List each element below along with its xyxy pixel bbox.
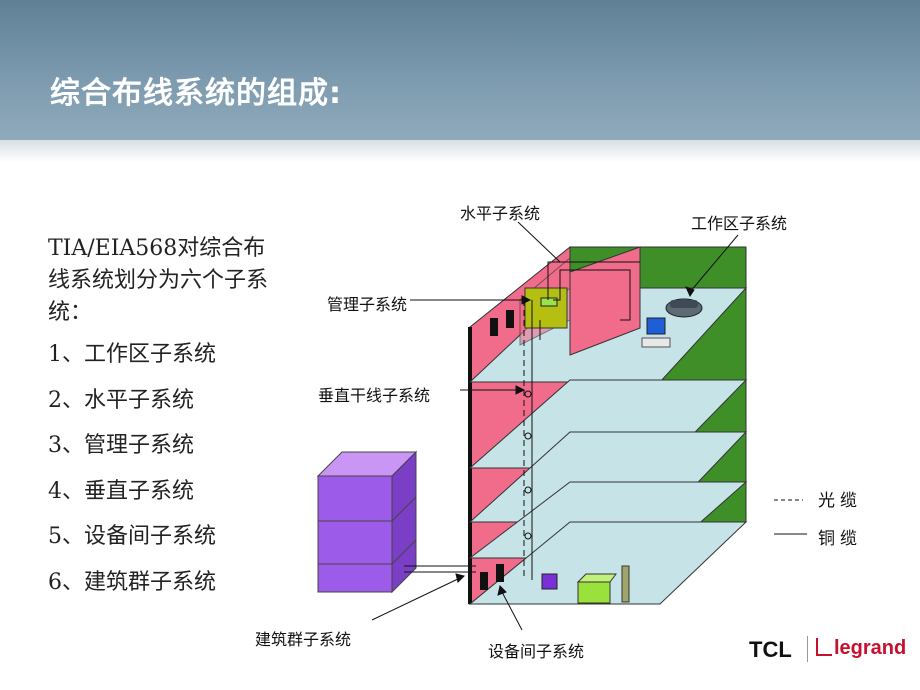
campus-link	[404, 565, 476, 573]
header-shadow	[0, 140, 920, 162]
list-item: 1、工作区子系统	[48, 342, 216, 367]
equipment-cylinder	[621, 565, 630, 603]
list-item: 6、建筑群子系统	[48, 569, 216, 595]
header-bar	[0, 0, 920, 140]
tcl-logo: TCL	[749, 637, 792, 662]
list-item: 2、水平子系统	[48, 387, 194, 413]
label-campus: 建筑群子系统	[255, 630, 352, 649]
subsystem-list: TIA/EIA568对综合布线系统划分为六个子系统： 1、工作区子系统 2、水平…	[48, 233, 278, 612]
callout-arrows	[371, 221, 739, 631]
rack-units	[480, 310, 514, 590]
admin-box	[524, 287, 568, 329]
label-horizontal: 水平子系统	[460, 204, 541, 223]
list-item: 5、设备间子系统	[48, 524, 216, 549]
slide-title: 综合布线系统的组成:	[50, 76, 342, 111]
list-item: 4、垂直子系统	[48, 478, 194, 504]
horizontal-cabling	[539, 261, 640, 340]
label-admin: 管理子系统	[327, 295, 408, 314]
equipment-box	[577, 581, 611, 604]
legrand-wordmark: legrand	[834, 637, 907, 659]
backbone-riser	[523, 300, 533, 580]
label-backbone: 垂直干线子系统	[318, 386, 431, 405]
legrand-mark-icon	[816, 638, 832, 656]
label-equipment-room: 设备间子系统	[488, 642, 585, 661]
legrand-logo: legrand	[816, 637, 906, 660]
campus-building	[316, 450, 418, 594]
list-item: 3、管理子系统	[48, 433, 194, 458]
computer-icon	[641, 317, 671, 348]
logo-divider	[807, 636, 808, 662]
equipment-device	[541, 573, 558, 590]
list-intro: TIA/EIA568对综合布线系统划分为六个子系统：	[48, 236, 269, 325]
legend-fiber-label: 光缆	[818, 491, 862, 511]
label-work-area: 工作区子系统	[691, 214, 788, 233]
equipment-box-top	[576, 573, 617, 583]
patch-panel	[540, 297, 558, 307]
phone-icon	[665, 298, 703, 318]
legend-copper-label: 铜缆	[818, 529, 862, 549]
